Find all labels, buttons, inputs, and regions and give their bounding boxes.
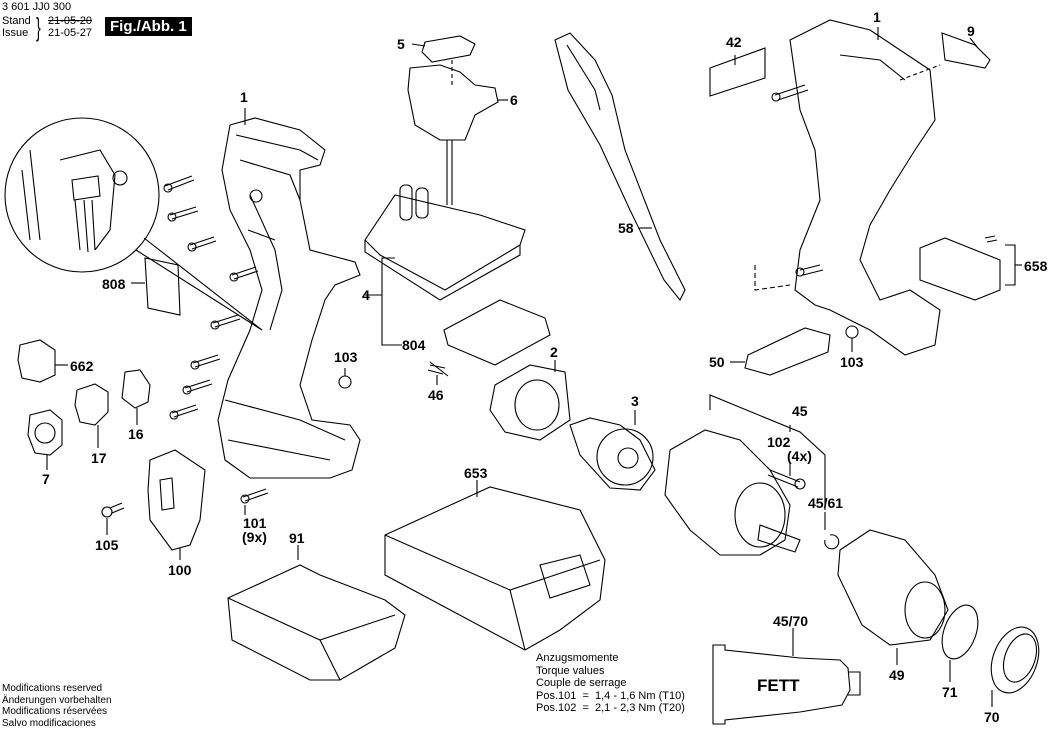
cap-17-drawing (74, 383, 109, 426)
modifications-notice: Modifications reserved Änderungen vorbeh… (2, 683, 112, 729)
cap-662-drawing (17, 339, 56, 383)
stand-label: Stand (2, 15, 31, 27)
part-label-103-right: 103 (840, 354, 864, 370)
front-housing-49-drawing (837, 529, 949, 665)
battery-653-drawing (384, 480, 606, 651)
disc-16-drawing (121, 369, 151, 409)
nut-103-left-drawing (338, 375, 352, 389)
torque-line: Anzugsmomente (536, 652, 619, 664)
plate-804-drawing (443, 299, 551, 366)
part-label-105: 105 (95, 537, 119, 553)
part-label-662: 662 (70, 358, 94, 374)
rotor-3-drawing (569, 410, 656, 491)
part-label-6: 6 (510, 92, 518, 108)
part-label-46: 46 (428, 387, 444, 403)
part-label-58: 58 (618, 220, 634, 236)
part-label-1-right: 1 (873, 9, 881, 25)
part-label-2: 2 (550, 344, 558, 360)
brace-icon: } (36, 12, 41, 42)
ring-45-61-drawing (824, 534, 840, 550)
part-label-100: 100 (168, 562, 192, 578)
part-label-49: 49 (889, 667, 905, 683)
part-label-9: 9 (967, 23, 975, 39)
part-label-16: 16 (128, 426, 144, 442)
torque-notes: Anzugsmomente Torque values Couple de se… (536, 652, 685, 715)
part-label-17: 17 (91, 450, 107, 466)
torque-line: Pos.102 = 2,1 - 2,3 Nm (T20) (536, 702, 685, 714)
torque-line: Pos.101 = 1,4 - 1,6 Nm (T10) (536, 689, 685, 702)
label-42-drawing (709, 47, 766, 97)
bit-holder-658-drawing (919, 235, 1022, 301)
part-label-70: 70 (984, 709, 1000, 725)
figure-label: Fig./Abb. 1 (105, 17, 192, 36)
grease-tube-label: FETT (757, 676, 800, 695)
stator-2-drawing (489, 360, 571, 441)
spring-46-drawing (427, 361, 449, 377)
document-number: 3 601 JJ0 300 (2, 1, 72, 13)
torque-line: Couple de serrage (536, 677, 627, 689)
screws-101-drawing (163, 175, 269, 515)
part-label-5: 5 (397, 36, 405, 52)
modification-line: Modifications reserved (2, 683, 103, 694)
part-label-658: 658 (1024, 258, 1048, 274)
part-label-45: 45 (792, 403, 808, 419)
issue-label: Issue (2, 27, 29, 39)
part-label-42: 42 (726, 34, 742, 50)
part-label-45-70: 45/70 (773, 613, 809, 629)
grease-tube-drawing (712, 628, 861, 725)
part-label-3: 3 (631, 393, 639, 409)
part-label-45-61: 45/61 (808, 495, 844, 511)
part-label-101: 101 (243, 515, 267, 531)
part-label-50: 50 (709, 354, 725, 370)
modification-line: Salvo modificaciones (2, 717, 96, 729)
part-label-71: 71 (942, 684, 958, 700)
label-9-drawing (941, 32, 991, 69)
part-label-91: 91 (289, 530, 305, 546)
torque-line: Torque values (536, 664, 605, 677)
label-plate-808-drawing (144, 257, 181, 316)
screw-105-drawing (101, 506, 113, 518)
bracket-4-804 (381, 257, 402, 346)
part-label-4: 4 (362, 287, 370, 303)
cap-70-drawing (990, 626, 1040, 707)
wrist-strap-58-drawing (554, 32, 686, 302)
part-label-804: 804 (402, 337, 426, 353)
part-label-102: 102 (767, 434, 791, 450)
modification-line: Änderungen vorbehalten (2, 694, 112, 706)
screw-102-drawing (767, 469, 801, 488)
part-label-808: 808 (102, 276, 126, 292)
part-label-653: 653 (464, 465, 488, 481)
gearbox-45-drawing (664, 394, 826, 556)
issue-date: 21-05-27 (48, 27, 93, 39)
knob-7-drawing (27, 409, 63, 456)
part-label-7: 7 (42, 471, 50, 487)
stand-date: 21-05-20 (48, 15, 93, 27)
switch-assembly-drawing (407, 35, 508, 205)
belt-clip-100-drawing (147, 449, 206, 551)
part-label-102-qty: (4x) (787, 448, 812, 464)
pcb-module-drawing (364, 184, 526, 301)
charger-91-drawing (227, 545, 406, 681)
part-label-103-left: 103 (334, 349, 358, 365)
part-label-1-left: 1 (240, 89, 248, 105)
right-housing-half-drawing (754, 19, 941, 356)
indicator-50-drawing (744, 327, 831, 376)
part-label-101-qty: (9x) (242, 529, 267, 545)
ring-71-drawing (941, 604, 979, 660)
nut-103-right-drawing (845, 325, 859, 339)
connector-detail-circle (4, 117, 263, 331)
modification-line: Modifications réservées (2, 706, 108, 717)
left-housing-half-drawing (217, 117, 361, 479)
